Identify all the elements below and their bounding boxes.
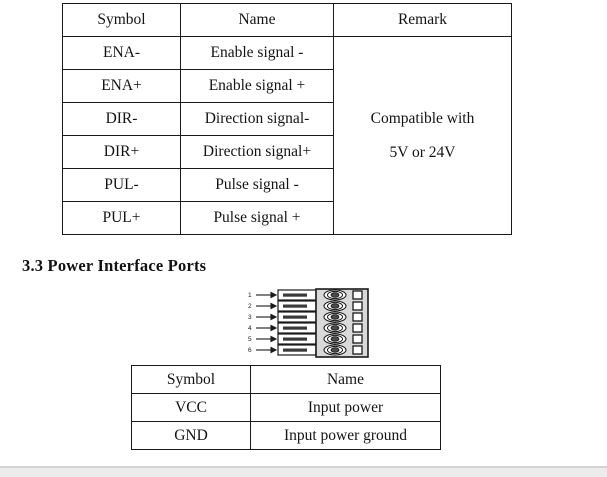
cell-symbol: DIR- — [62, 102, 181, 136]
pin-number-labels: 1 2 3 4 5 6 — [248, 292, 252, 354]
wire-block-5 — [277, 333, 317, 345]
column-header-remark: Remark — [333, 3, 512, 37]
terminal-opening-1 — [352, 290, 363, 300]
pin-label-5: 5 — [248, 336, 252, 343]
wire-block-2 — [277, 300, 317, 312]
screw-terminals — [323, 289, 347, 356]
wire-entry-blocks — [277, 289, 317, 356]
arrow-head-5 — [270, 335, 278, 343]
cell-symbol: PUL+ — [62, 201, 181, 235]
cell-name: Input power ground — [250, 421, 441, 450]
page-divider — [0, 466, 607, 468]
column-header-symbol: Symbol — [131, 365, 251, 394]
wire-block-6 — [277, 344, 317, 356]
screw-terminal-2 — [323, 300, 347, 312]
pin-label-6: 6 — [248, 347, 252, 354]
pin-label-2: 2 — [248, 303, 252, 310]
cell-symbol: ENA- — [62, 36, 181, 70]
page-title: 3.3 Power Interface Ports — [22, 256, 207, 275]
cell-symbol: DIR+ — [62, 135, 181, 169]
page-footer-band — [0, 468, 607, 477]
table-row: ENA+ Enable signal + — [62, 69, 512, 103]
terminal-opening-3 — [352, 312, 363, 322]
signal-interface-table: Symbol Name Remark ENA- Enable signal - … — [62, 3, 512, 235]
column-header-name: Name — [250, 365, 441, 394]
screw-terminal-3 — [323, 311, 347, 323]
cell-symbol: ENA+ — [62, 69, 181, 103]
pin-label-3: 3 — [248, 314, 252, 321]
cell-name: Enable signal + — [180, 69, 334, 103]
table-header-row: Symbol Name Remark — [62, 3, 512, 37]
cell-symbol: GND — [131, 421, 251, 450]
connector-illustration: 1 2 3 4 5 6 — [248, 288, 369, 358]
table-row: DIR- Direction signal- — [62, 102, 512, 136]
cell-name: Enable signal - — [180, 36, 334, 70]
table-row: ENA- Enable signal - Compatible with 5V … — [62, 36, 512, 235]
arrow-head-3 — [270, 313, 278, 321]
table-row: GND Input power ground — [131, 421, 441, 450]
terminal-opening-5 — [352, 334, 363, 344]
table-row: DIR+ Direction signal+ — [62, 135, 512, 169]
arrow-head-6 — [270, 346, 278, 354]
signal-interface-table-container: Symbol Name Remark ENA- Enable signal - … — [62, 3, 512, 235]
cell-name: Direction signal+ — [180, 135, 334, 169]
cell-symbol: PUL- — [62, 168, 181, 202]
pin-label-1: 1 — [248, 292, 252, 299]
terminal-openings — [352, 290, 363, 355]
cell-name: Pulse signal - — [180, 168, 334, 202]
cell-name: Pulse signal + — [180, 201, 334, 235]
column-header-name: Name — [180, 3, 334, 37]
power-interface-table-container: Symbol Name VCC Input power GND Input po… — [131, 365, 441, 450]
table-row: PUL- Pulse signal - — [62, 168, 512, 202]
screw-terminal-4 — [323, 322, 347, 334]
arrow-head-4 — [270, 324, 278, 332]
wire-block-1 — [277, 289, 317, 301]
table-row: PUL+ Pulse signal + — [62, 201, 512, 235]
screw-terminal-5 — [323, 333, 347, 345]
pin-label-4: 4 — [248, 325, 252, 332]
table-header-row: Symbol Name — [131, 365, 441, 394]
terminal-opening-2 — [352, 301, 363, 311]
remark-line-1: Compatible with — [370, 109, 475, 127]
screw-terminal-6 — [323, 344, 347, 356]
terminal-opening-6 — [352, 345, 363, 355]
screw-terminal-1 — [323, 289, 347, 301]
wire-block-3 — [277, 311, 317, 323]
arrow-head-2 — [270, 302, 278, 310]
power-connector-diagram: 1 2 3 4 5 6 — [243, 288, 383, 358]
arrow-head-1 — [270, 291, 278, 299]
terminal-opening-4 — [352, 323, 363, 333]
wire-block-4 — [277, 322, 317, 334]
pin-arrows — [256, 291, 278, 354]
power-interface-table: Symbol Name VCC Input power GND Input po… — [131, 365, 441, 450]
remark-line-2: 5V or 24V — [389, 143, 456, 161]
cell-remark: Compatible with 5V or 24V — [333, 36, 512, 235]
cell-name: Input power — [250, 393, 441, 422]
cell-symbol: VCC — [131, 393, 251, 422]
table-row: VCC Input power — [131, 393, 441, 422]
cell-name: Direction signal- — [180, 102, 334, 136]
column-header-symbol: Symbol — [62, 3, 181, 37]
